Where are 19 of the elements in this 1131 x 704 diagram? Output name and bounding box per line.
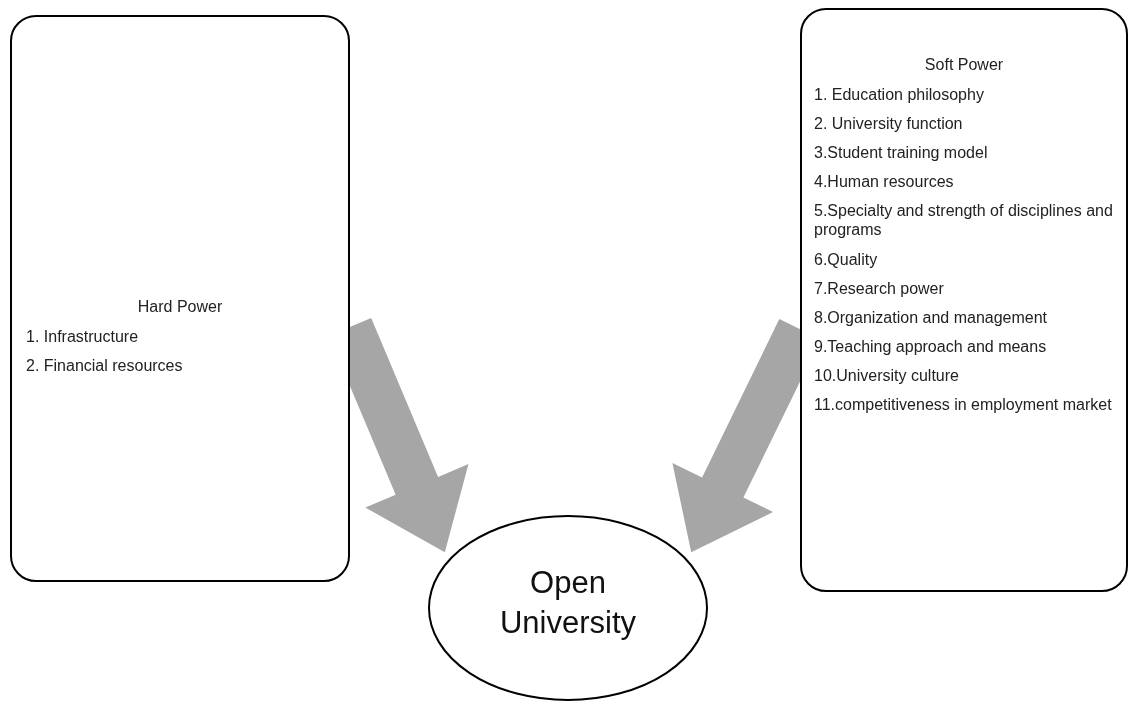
list-item: 1. Infrastructure (26, 327, 140, 346)
list-item: 2. University function (814, 114, 964, 133)
list-item: 10.University culture (814, 366, 960, 385)
list-item: 8.Organization and management (814, 308, 1049, 327)
list-item: 11.competitiveness in employment market (814, 395, 1113, 414)
list-item: 6.Quality (814, 250, 879, 269)
list-item: 2. Financial resources (26, 356, 184, 375)
list-item: 5.Specialty and strength of disciplines and programs (814, 201, 1114, 239)
box-heading: Soft Power (923, 55, 1005, 74)
rounded-box (800, 8, 1128, 592)
ellipse-node (428, 515, 708, 701)
list-item: 7.Research power (814, 279, 945, 298)
node-label: Open University (498, 564, 638, 642)
list-item: 1. Education philosophy (814, 85, 985, 104)
list-item: 3.Student training model (814, 143, 989, 162)
rounded-box (10, 15, 350, 582)
list-item: 4.Human resources (814, 172, 955, 191)
box-heading: Hard Power (136, 297, 224, 316)
list-item: 9.Teaching approach and means (814, 337, 1048, 356)
